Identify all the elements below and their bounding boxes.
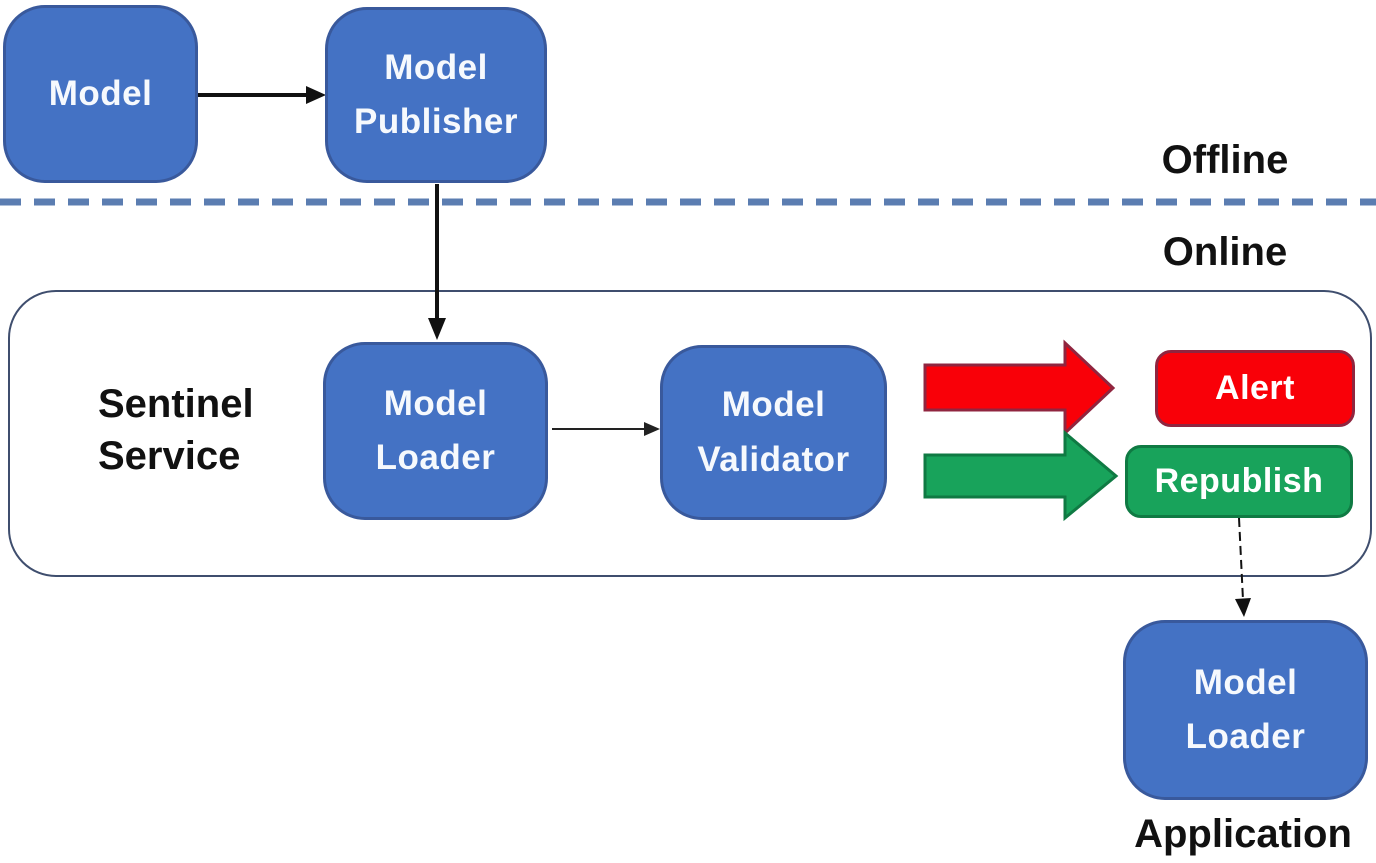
offline-region-label: Offline	[1161, 138, 1289, 182]
node-model-validator: Model Validator	[660, 345, 887, 520]
node-alert: Alert	[1155, 350, 1355, 427]
node-model: Model	[3, 5, 198, 183]
node-alert-label: Alert	[1215, 369, 1295, 407]
application-region-label: Application	[1134, 812, 1352, 856]
node-model-publisher-label: Model Publisher	[354, 47, 518, 141]
node-model-loader: Model Loader	[323, 342, 548, 520]
online-region-label: Online	[1162, 230, 1288, 274]
node-model-label: Model	[48, 73, 153, 113]
arrow-model-to-publisher-icon	[198, 86, 326, 104]
node-model-publisher: Model Publisher	[325, 7, 547, 183]
sentinel-service-container	[8, 290, 1372, 577]
node-republish-label: Republish	[1154, 462, 1324, 500]
node-model-validator-label: Model Validator	[697, 385, 850, 479]
sentinel-service-label: Sentinel Service	[98, 382, 254, 478]
node-model-loader-label: Model Loader	[375, 383, 496, 477]
node-republish: Republish	[1125, 445, 1353, 518]
node-application-model-loader-label: Model Loader	[1185, 662, 1306, 756]
node-application-model-loader: Model Loader	[1123, 620, 1368, 800]
